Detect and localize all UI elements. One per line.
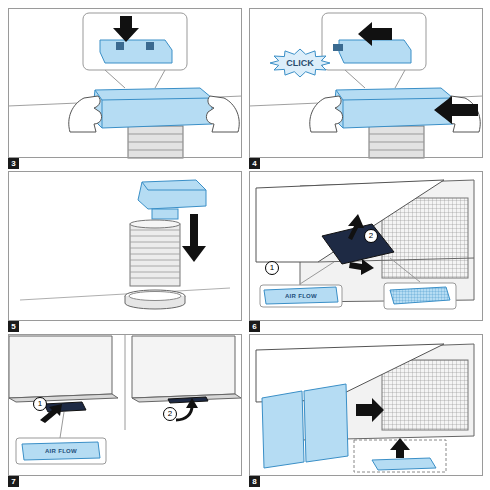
click-text: CLICK xyxy=(286,58,314,68)
panel-3-art xyxy=(8,13,242,158)
panel-4-art xyxy=(249,13,483,158)
callout-number: 1 xyxy=(33,397,47,411)
panel-6-art xyxy=(256,180,474,309)
step-panel: 6 xyxy=(249,171,483,321)
step-panel: 4 xyxy=(249,8,483,158)
panel-7-art xyxy=(9,334,241,464)
panel-5-art xyxy=(20,180,230,309)
step-number: 4 xyxy=(249,158,260,169)
step-number: 8 xyxy=(249,476,260,487)
filter-marking: AIR FLOW xyxy=(45,448,77,454)
step-panel: 3 xyxy=(8,8,242,158)
step-number: 7 xyxy=(8,476,19,487)
callout-number: 2 xyxy=(364,229,378,243)
step-number: 3 xyxy=(8,158,19,169)
step-panel: 5 xyxy=(8,171,242,321)
filter-marking: AIR FLOW xyxy=(285,293,317,299)
panel-8-art xyxy=(256,344,474,472)
callout-number: 1 xyxy=(265,261,279,275)
callout-number: 2 xyxy=(163,407,177,421)
step-number: 6 xyxy=(249,321,260,332)
step-panel: 8 xyxy=(249,334,483,476)
step-number: 5 xyxy=(8,321,19,332)
